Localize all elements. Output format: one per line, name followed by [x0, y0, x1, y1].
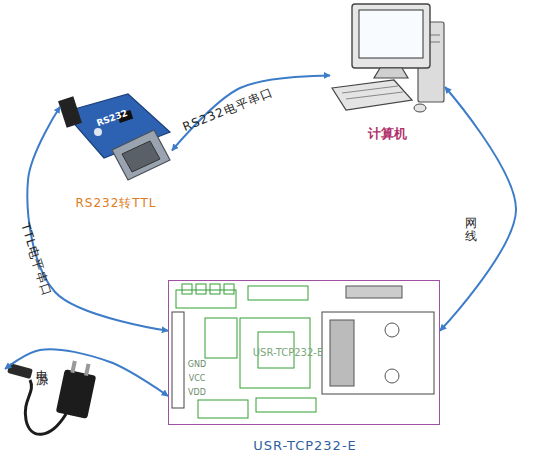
connection-label: 网线 — [462, 208, 479, 232]
db9-connector — [112, 130, 170, 180]
pcb-outline — [198, 400, 248, 418]
terminal-strip — [172, 312, 184, 408]
monitor-stand — [374, 68, 408, 78]
device-label: RS232转TTL — [50, 196, 182, 210]
connection-arrow — [440, 87, 516, 331]
power-adapter-illustration — [7, 361, 96, 435]
adapter-prong — [84, 364, 90, 377]
header-connector — [346, 286, 402, 298]
device-label: USR-TCP232-E — [169, 438, 441, 454]
rj45-jack — [322, 312, 434, 394]
pcb-pad — [210, 284, 220, 294]
keyboard-keys — [342, 86, 398, 93]
rj45-latch — [330, 320, 354, 386]
board-marking: USR-TCP232-E — [253, 347, 323, 358]
computer-illustration — [332, 4, 444, 112]
adapter-cord — [25, 380, 66, 434]
connection-arrow — [27, 107, 168, 331]
pcb-pad — [196, 284, 206, 294]
component — [94, 128, 102, 136]
connection-label: RS232电平串口 — [180, 84, 275, 136]
board-marking: GND — [188, 360, 206, 369]
db9-socket — [122, 141, 160, 172]
device-label: 电源 — [35, 360, 49, 368]
pin-header — [58, 96, 82, 128]
keyboard — [332, 80, 412, 110]
monitor-screen — [359, 10, 423, 58]
board-marking: VCC — [189, 374, 206, 383]
rs232-module-illustration — [58, 94, 170, 180]
adapter-plug — [7, 363, 33, 379]
pcb-pad — [224, 284, 234, 294]
pcb-outline — [205, 318, 237, 358]
connection-arrow — [5, 349, 168, 396]
keyboard-keys — [346, 92, 403, 99]
mouse — [414, 104, 426, 112]
device-node: RS232转TTL — [60, 88, 172, 213]
pcb-outline — [248, 286, 308, 300]
rj45-led — [385, 323, 399, 337]
board-illustration — [172, 284, 434, 418]
rj45-led — [385, 369, 399, 383]
board-marking: VDD — [188, 388, 206, 397]
monitor-frame — [352, 4, 430, 68]
device-node: 计算机 — [330, 0, 445, 145]
adapter-prong — [70, 361, 76, 374]
pcb-outline — [256, 398, 316, 412]
device-label: 计算机 — [330, 126, 445, 142]
adapter-body — [56, 369, 96, 419]
connection-label: TTL电平串口 — [16, 221, 56, 299]
device-node: 电源 — [5, 350, 100, 445]
connection-arrow — [172, 75, 330, 150]
pcb-pad — [182, 284, 192, 294]
